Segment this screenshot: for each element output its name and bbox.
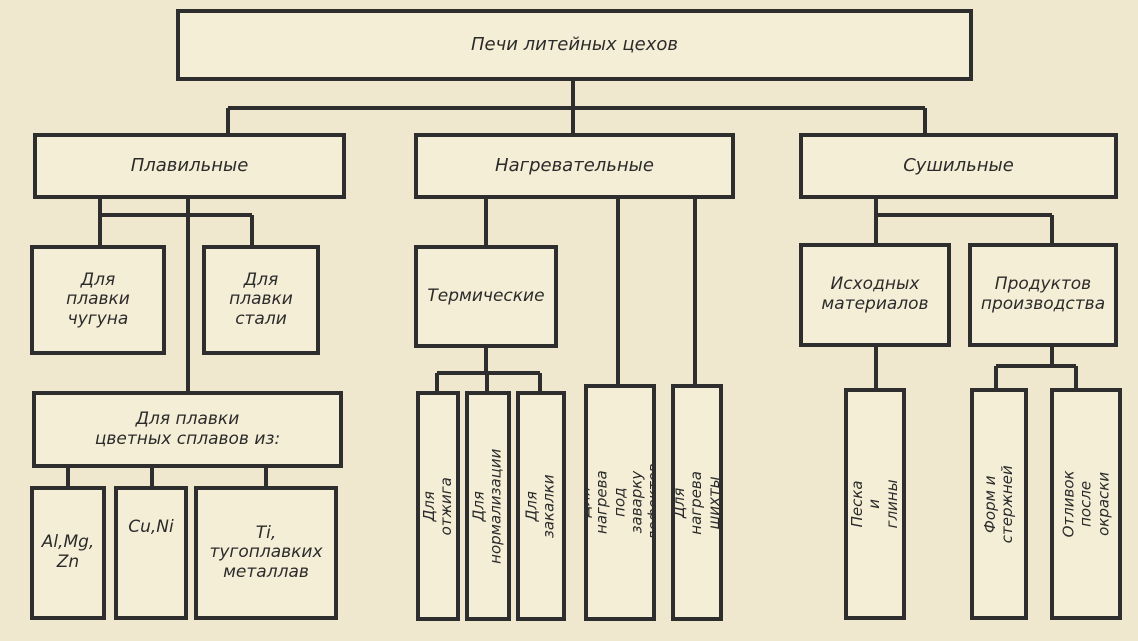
annealing-box: Для отжига bbox=[416, 391, 460, 621]
hardening-label: Для закалки bbox=[522, 474, 558, 538]
heating-label: Нагревательные bbox=[495, 154, 654, 176]
normalization-label: Для нормализации bbox=[469, 448, 505, 564]
annealing-label: Для отжига bbox=[419, 476, 455, 536]
melting-box: Плавильные bbox=[33, 133, 346, 199]
cu-ni-box: Cu,Ni bbox=[114, 486, 188, 620]
heating-box: Нагревательные bbox=[414, 133, 735, 199]
ti-box: Ti, тугоплавких металлав bbox=[194, 486, 338, 620]
castings-paint-label: Отливок после окраски bbox=[1059, 470, 1112, 538]
drying-label: Сушильные bbox=[903, 154, 1014, 176]
thermal-label: Термические bbox=[427, 285, 545, 306]
melting-label: Плавильные bbox=[130, 154, 249, 176]
steel-label: Для плавки стали bbox=[229, 269, 293, 329]
cu-ni-label: Cu,Ni bbox=[128, 517, 174, 537]
castings-paint-box: Отливок после окраски bbox=[1050, 388, 1122, 620]
steel-box: Для плавки стали bbox=[202, 245, 320, 355]
thermal-box: Термические bbox=[414, 245, 558, 348]
charge-heating-box: Для нагрева шихты bbox=[671, 384, 723, 621]
normalization-box: Для нормализации bbox=[465, 391, 511, 621]
nonferrous-label: Для плавки цветных сплавов из: bbox=[94, 408, 281, 449]
raw-materials-label: Исходных материалов bbox=[821, 274, 929, 314]
sand-clay-label: Песка и глины bbox=[848, 479, 901, 529]
molds-cores-label: Форм и стержней bbox=[980, 464, 1016, 544]
cast-iron-label: Для плавки чугуна bbox=[66, 269, 130, 329]
sand-clay-box: Песка и глины bbox=[844, 388, 906, 620]
defect-welding-label: Для нагрева под заварку дефектов bbox=[584, 463, 656, 542]
ti-label: Ti, тугоплавких металлав bbox=[209, 522, 323, 582]
products-box: Продуктов производства bbox=[968, 243, 1118, 347]
hardening-box: Для закалки bbox=[516, 391, 566, 621]
defect-welding-box: Для нагрева под заварку дефектов bbox=[584, 384, 656, 621]
drying-box: Сушильные bbox=[799, 133, 1118, 199]
molds-cores-box: Форм и стержней bbox=[970, 388, 1028, 620]
nonferrous-box: Для плавки цветных сплавов из: bbox=[32, 391, 343, 468]
al-mg-zn-box: Al,Mg, Zn bbox=[30, 486, 106, 620]
cast-iron-box: Для плавки чугуна bbox=[30, 245, 166, 355]
root-box: Печи литейных цехов bbox=[176, 9, 973, 81]
root-label: Печи литейных цехов bbox=[470, 33, 679, 55]
products-label: Продуктов производства bbox=[980, 274, 1106, 314]
al-mg-zn-label: Al,Mg, Zn bbox=[41, 532, 95, 572]
raw-materials-box: Исходных материалов bbox=[799, 243, 951, 347]
charge-heating-label: Для нагрева шихты bbox=[671, 470, 723, 535]
